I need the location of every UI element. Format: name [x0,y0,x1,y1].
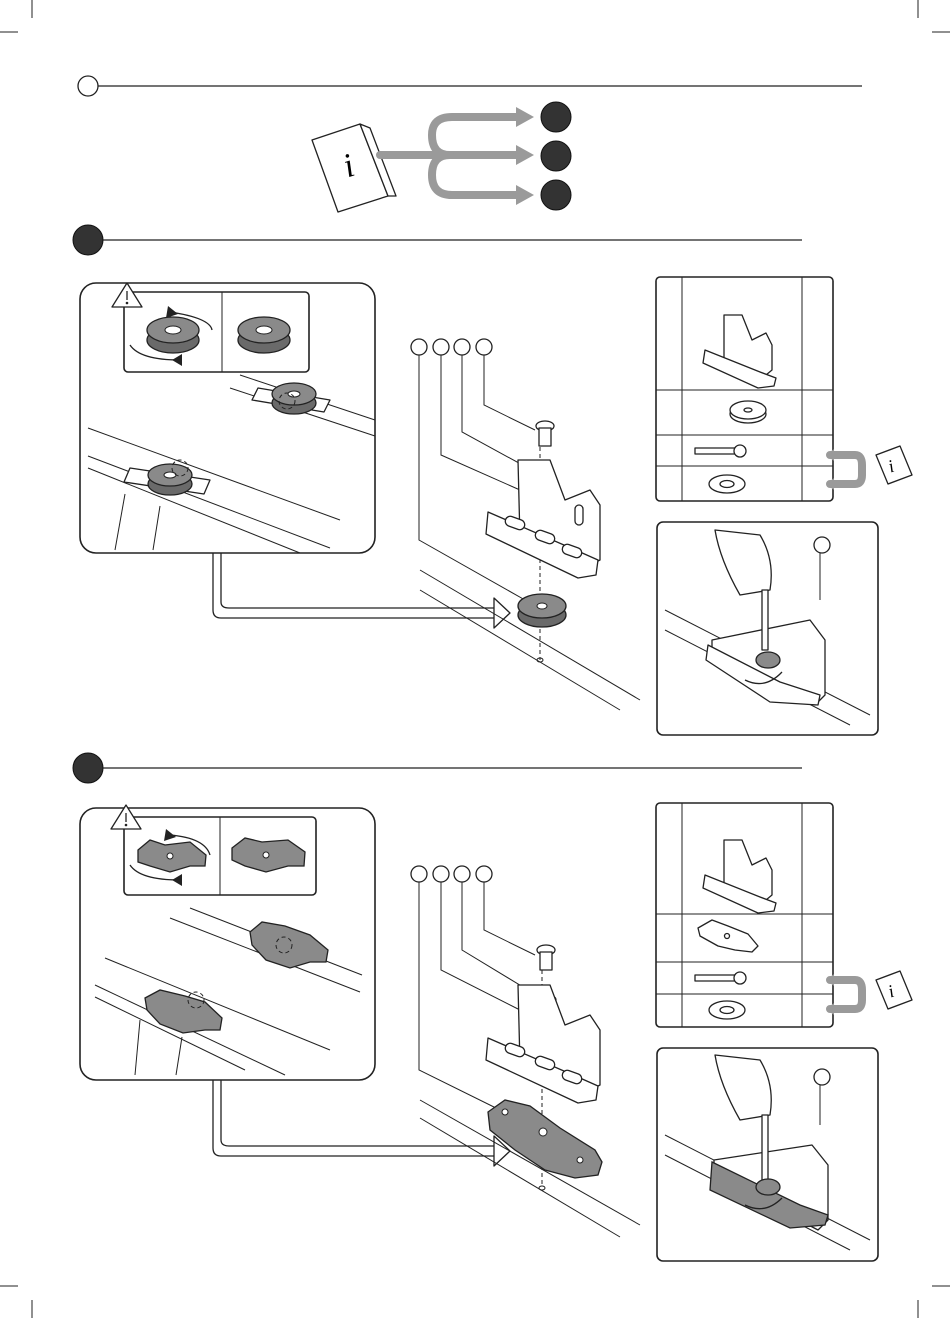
header-rule [78,76,862,96]
connector-arrow [213,1080,495,1156]
exploded-assembly [420,945,640,1237]
parts-table [656,277,833,501]
screwdriver-detail-panel [657,1048,878,1261]
table-spacer [730,401,766,423]
option-badge-1 [541,102,571,132]
connector-arrow [213,553,495,618]
bracket-part [486,985,600,1103]
correct-spacer-figure [238,317,290,353]
screw-part [536,421,554,446]
step-badge [73,225,103,255]
part-callouts [411,339,535,600]
section-1: i [73,225,912,735]
spacer-part [518,594,566,627]
info-booklet-icon: i [312,124,396,212]
table-info-arrow: i [826,446,912,490]
option-badge-2 [541,141,571,171]
parts-table [656,803,833,1027]
table-washer [709,475,745,493]
header-marker-circle [78,76,98,96]
screwdriver-detail-panel [657,522,878,735]
screwdriver [762,590,768,650]
plate-part [488,1100,602,1178]
screwdriver [762,1115,768,1180]
screw-part [537,945,555,970]
table-info-arrow: i [826,971,912,1015]
bracket-part [486,460,600,578]
branch-arrows [380,107,534,205]
exploded-assembly [420,421,640,710]
option-badge-3 [541,180,571,210]
table-washer [709,1001,745,1019]
step-badge [73,753,103,783]
section-2: i [73,753,912,1261]
